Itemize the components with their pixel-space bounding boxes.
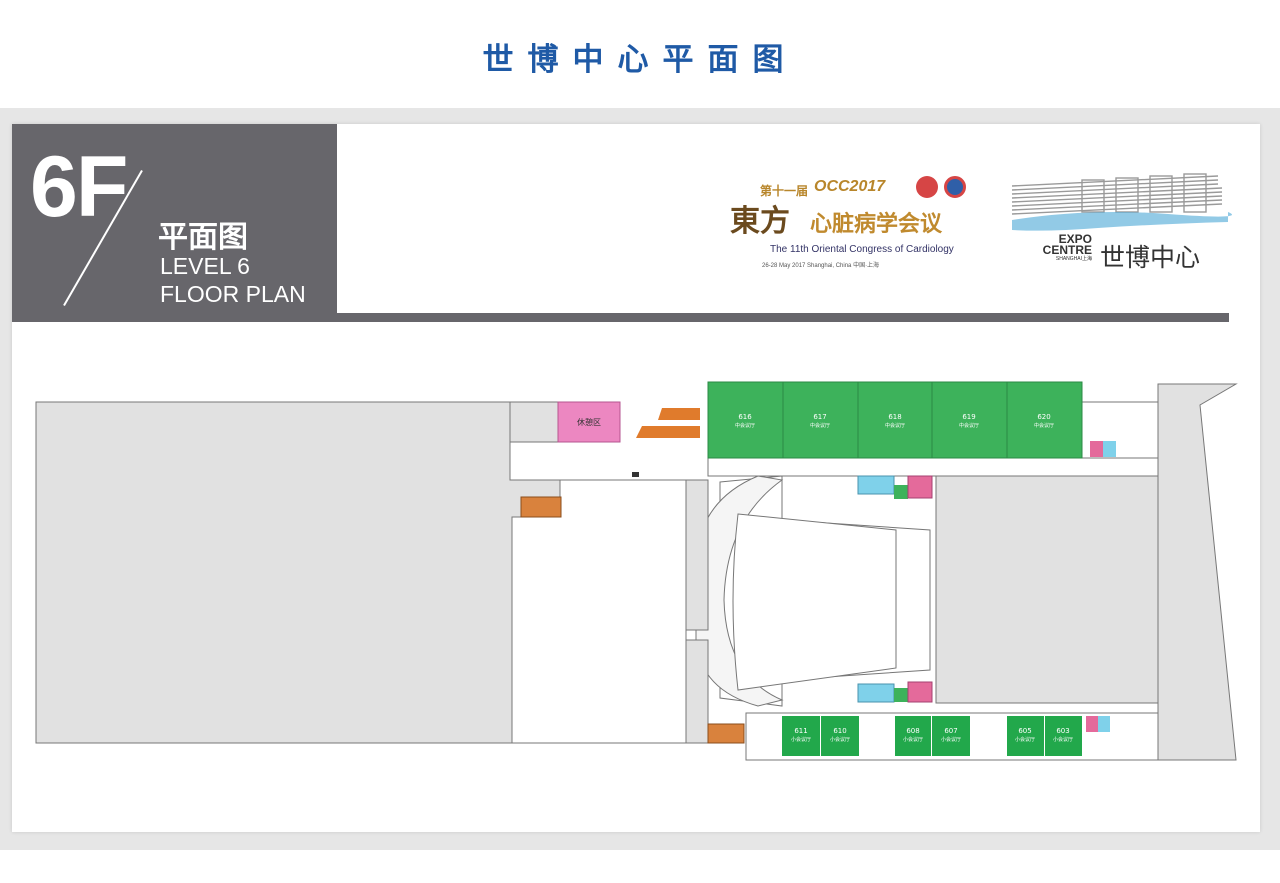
venue-logo: EXPO CENTRE SHANGHAI上海 世博中心	[1008, 168, 1238, 272]
room-619-label: 中会议厅	[959, 422, 979, 429]
venue-line3: SHANGHAI上海	[1055, 256, 1092, 262]
room-608-label: 小会议厅	[903, 736, 923, 743]
event-dates: 26-28 May 2017 Shanghai, China 中国·上海	[762, 263, 880, 269]
escalator-icon	[636, 408, 700, 438]
seal-icon	[944, 176, 966, 198]
restroom-female-icon	[1086, 716, 1098, 732]
restroom-female-icon	[1090, 441, 1103, 457]
west-support	[685, 479, 709, 631]
room-620-label: 中会议厅	[1034, 422, 1054, 429]
top-rooms: 616 中会议厅 617 中会议厅 618 中会议厅 619 中会议厅 620 …	[707, 381, 1083, 459]
rest-area-label: 休憩区	[577, 417, 601, 427]
restroom-female-icon	[907, 475, 933, 499]
floor-name-cn: 平面图	[158, 220, 248, 255]
east-wedge	[1157, 383, 1238, 761]
floor-label-block: 6F 平面图 LEVEL 6 FLOOR PLAN	[12, 124, 337, 322]
room-618[interactable]	[857, 381, 933, 459]
event-logo: 第十一届 OCC2017 東方 心脏病学会议 The 11th Oriental…	[730, 176, 1000, 269]
accessible-icon	[894, 688, 908, 702]
west-support-2	[685, 639, 709, 744]
expo-building-icon	[1011, 173, 1232, 231]
auditorium-stage	[732, 513, 897, 691]
restroom-male-icon	[857, 475, 895, 495]
room-618-label: 中会议厅	[885, 422, 905, 429]
event-name-brush: 東方	[730, 204, 790, 239]
bottom-rooms: 611 小会议厅 610 小会议厅 608 小会议厅 607 小会议厅 605 …	[782, 716, 1082, 756]
room-603-number: 603	[1056, 727, 1069, 735]
room-616-label: 中会议厅	[735, 422, 755, 429]
room-617[interactable]	[782, 381, 859, 459]
floor-name-en: LEVEL 6 FLOOR PLAN	[160, 252, 306, 308]
east-hall	[935, 475, 1159, 704]
marker-icon	[632, 472, 639, 477]
room-608[interactable]	[895, 716, 931, 756]
venue-line2: CENTRE	[1042, 243, 1092, 257]
elevator-icon	[707, 723, 745, 744]
room-617-label: 中会议厅	[810, 422, 830, 429]
header-bar	[337, 313, 1229, 322]
floor-name-en-line1: LEVEL 6	[160, 253, 250, 279]
room-608-number: 608	[906, 727, 919, 735]
room-605-number: 605	[1018, 727, 1031, 735]
event-edition: 第十一届	[760, 184, 809, 198]
room-617-number: 617	[813, 413, 826, 421]
restroom-male-icon	[857, 683, 895, 703]
page-title: 世博中心平面图	[482, 42, 798, 78]
room-619-number: 619	[962, 413, 975, 421]
venue-line1: EXPO	[1058, 232, 1092, 246]
room-620[interactable]	[1006, 381, 1083, 459]
restroom-female-icon	[907, 681, 933, 703]
room-616[interactable]	[707, 381, 784, 459]
corridor	[511, 479, 687, 744]
top-corridor	[707, 457, 1159, 477]
restroom-male-icon	[1103, 441, 1116, 457]
restroom-male-icon	[1098, 716, 1110, 732]
room-603-label: 小会议厅	[1053, 736, 1073, 743]
room-610[interactable]	[821, 716, 859, 756]
room-616-number: 616	[738, 413, 752, 421]
west-hall	[35, 401, 561, 744]
room-607[interactable]	[932, 716, 970, 756]
room-607-number: 607	[944, 727, 957, 735]
room-605-label: 小会议厅	[1015, 736, 1035, 743]
floor-name-en-line2: FLOOR PLAN	[160, 281, 306, 307]
rest-area[interactable]	[557, 401, 621, 443]
room-618-number: 618	[888, 413, 901, 421]
room-619[interactable]	[931, 381, 1008, 459]
auditorium-ring	[695, 475, 784, 707]
venue-name-cn: 世博中心	[1100, 243, 1201, 272]
event-name-en: The 11th Oriental Congress of Cardiology	[770, 244, 954, 255]
room-611-number: 611	[794, 727, 807, 735]
elevator-icon	[520, 496, 562, 518]
room-603[interactable]	[1045, 716, 1082, 756]
room-610-label: 小会议厅	[830, 736, 850, 743]
room-611[interactable]	[782, 716, 820, 756]
room-620-number: 620	[1037, 413, 1050, 421]
event-name-cn: 心脏病学会议	[810, 212, 943, 237]
venue-name-en: EXPO CENTRE SHANGHAI上海	[1028, 232, 1092, 263]
accessible-icon	[894, 485, 908, 499]
badge-icon	[916, 176, 938, 198]
event-code: OCC2017	[814, 178, 886, 195]
room-607-label: 小会议厅	[941, 736, 961, 743]
room-610-number: 610	[833, 727, 846, 735]
room-605[interactable]	[1007, 716, 1044, 756]
room-611-label: 小会议厅	[791, 736, 811, 743]
